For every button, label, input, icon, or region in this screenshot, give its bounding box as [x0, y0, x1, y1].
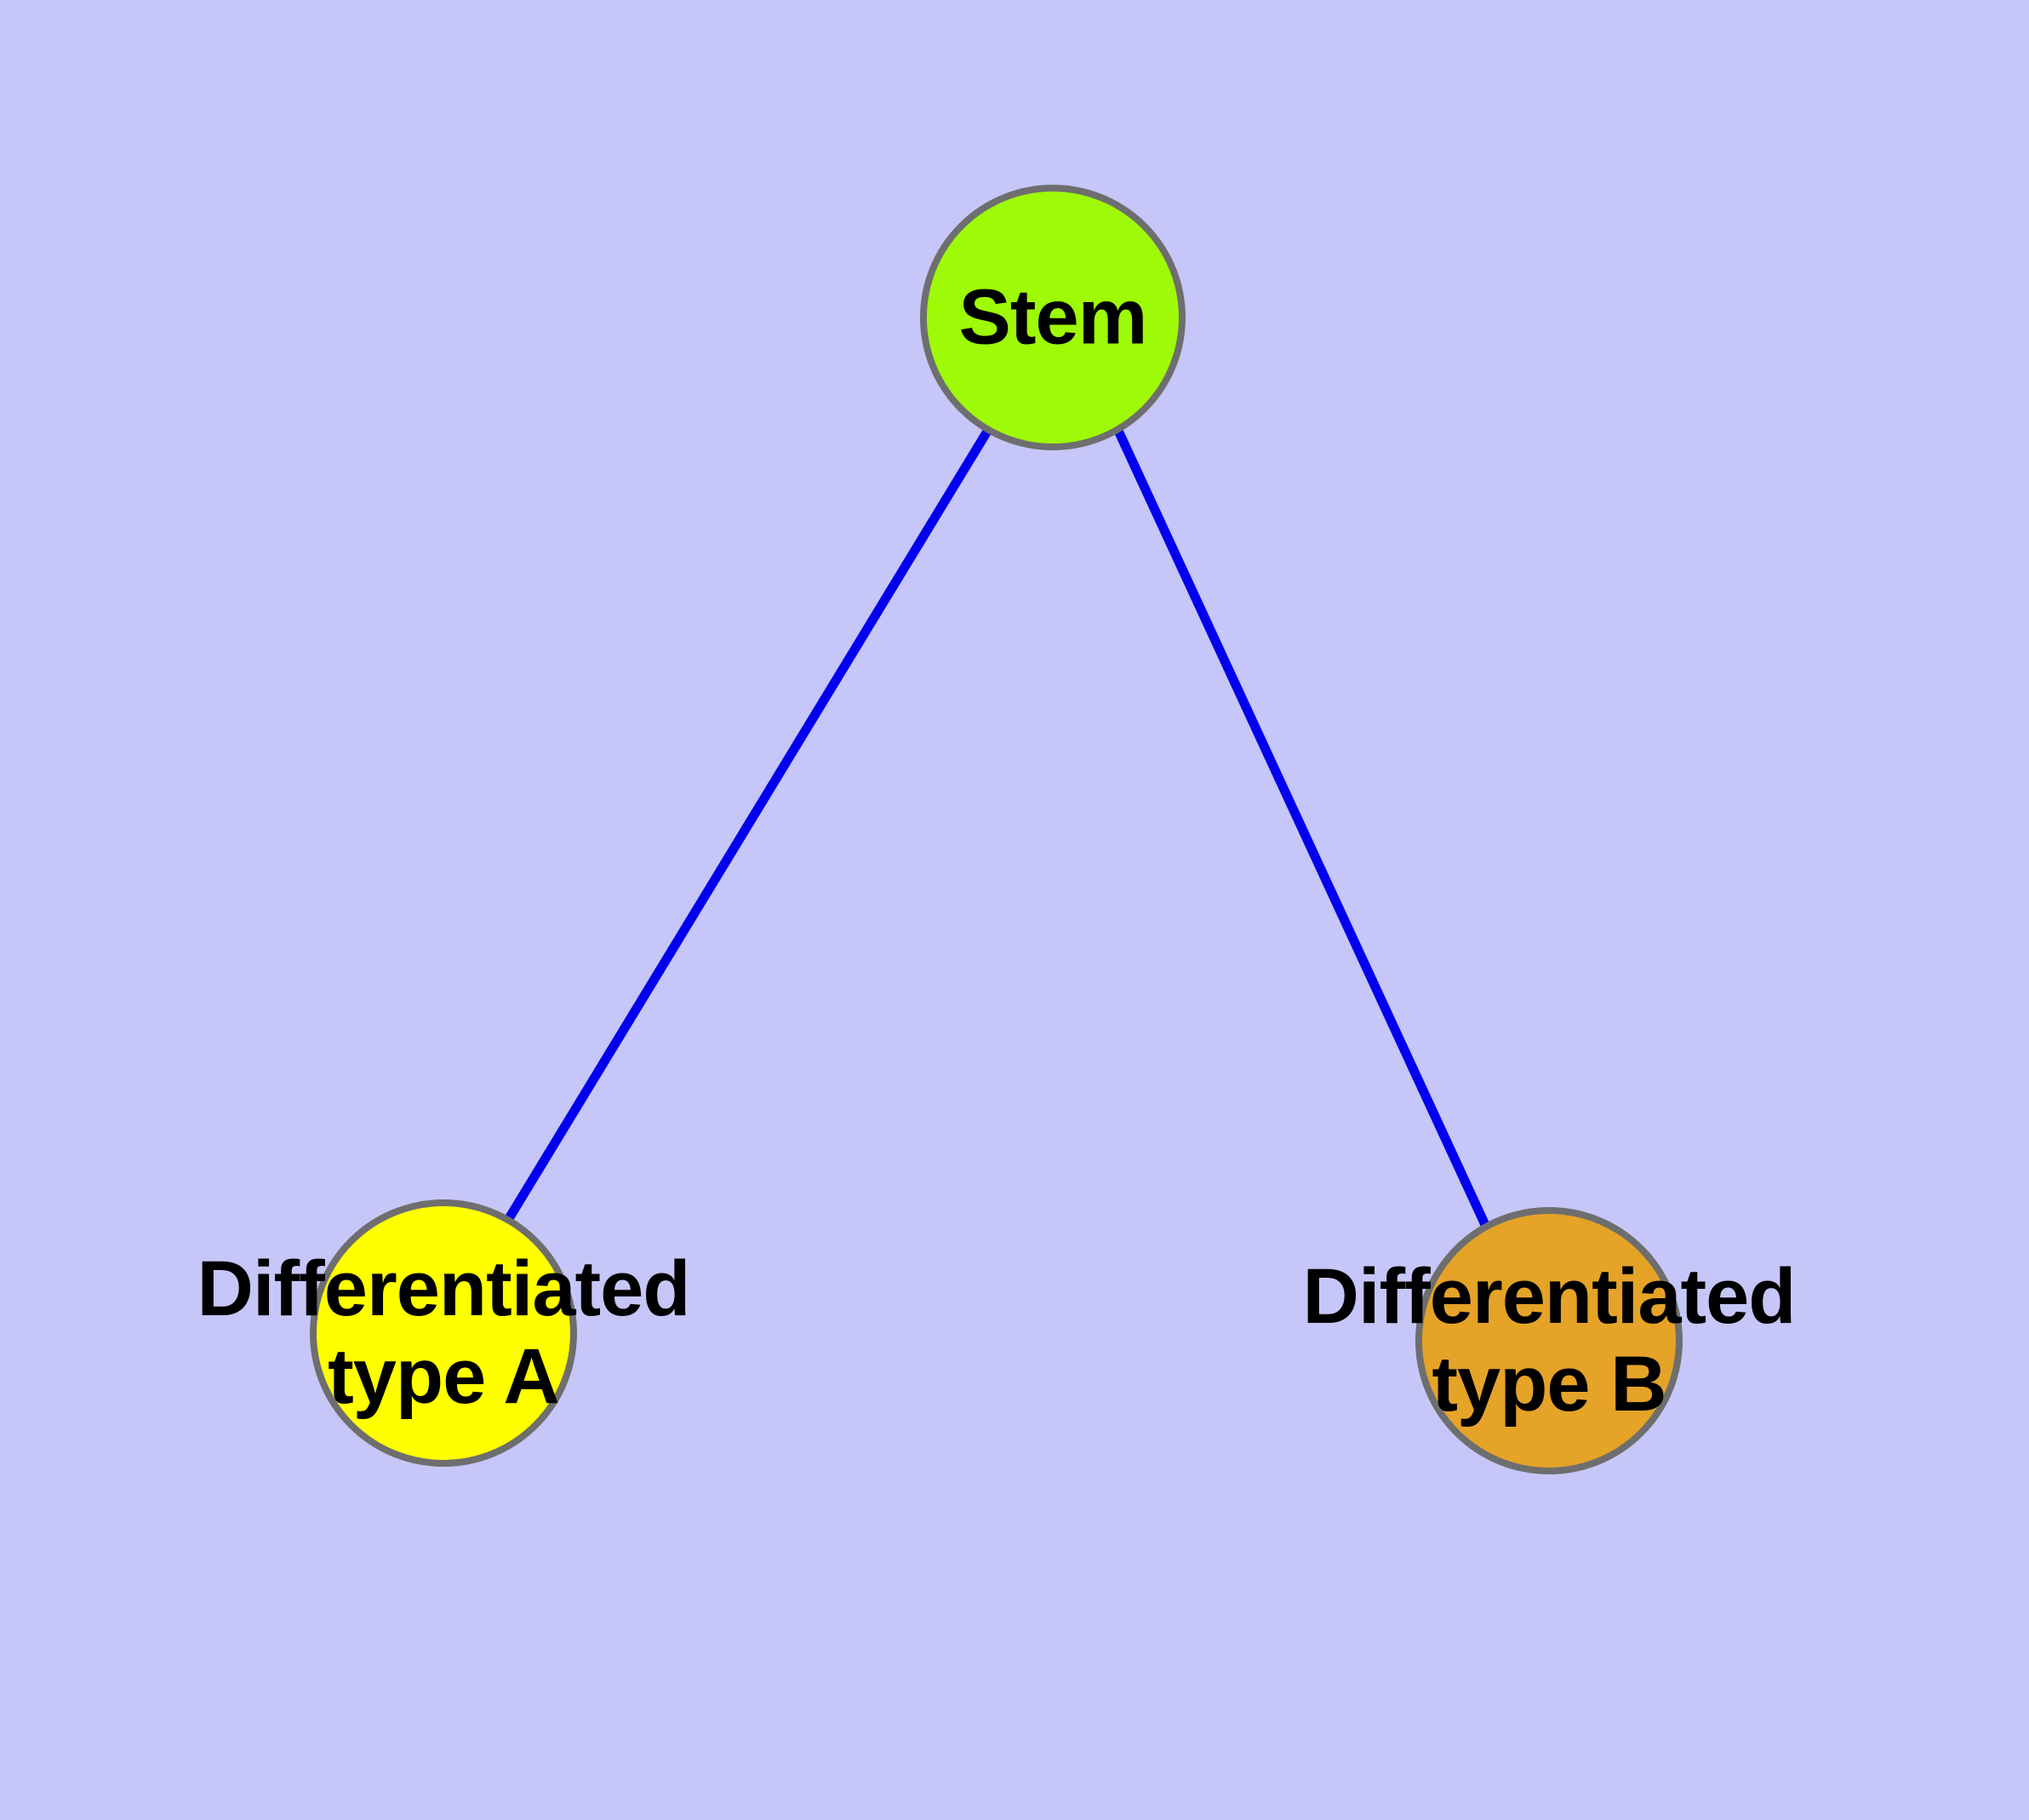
node-circle-differentiated-type-a[interactable] — [310, 1199, 577, 1467]
node-circle-differentiated-type-b[interactable] — [1415, 1207, 1683, 1474]
edge-stem-to-differentiated-type-a[interactable] — [504, 427, 992, 1222]
node-circle-stem[interactable] — [920, 185, 1186, 450]
edge-stem-to-differentiated-type-b[interactable] — [1114, 428, 1490, 1229]
edges-group — [504, 427, 1490, 1229]
nodes-group — [310, 185, 1683, 1474]
